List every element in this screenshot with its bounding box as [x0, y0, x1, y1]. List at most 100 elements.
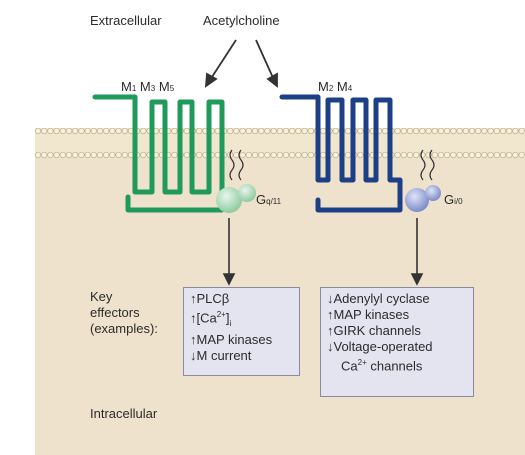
- left-effector-item: ↓M current: [190, 347, 252, 363]
- lipid-head: [78, 127, 85, 135]
- lipid-head: [196, 151, 203, 159]
- lipid-head: [332, 151, 339, 159]
- lipid-head: [289, 127, 296, 135]
- lipid-head: [47, 151, 54, 159]
- lipid-head: [72, 127, 79, 135]
- lipid-head: [245, 151, 252, 159]
- lipid-head: [59, 151, 66, 159]
- g-protein-right: [405, 149, 441, 212]
- lipid-head: [382, 151, 389, 159]
- lipid-head: [103, 151, 110, 159]
- lipid-head: [72, 151, 79, 159]
- lipid-head: [506, 151, 513, 159]
- lipid-head: [90, 151, 97, 159]
- lipid-head: [258, 127, 265, 135]
- lipid-head: [121, 127, 128, 135]
- lipid-head: [47, 127, 54, 135]
- lipid-head: [357, 127, 364, 135]
- lipid-head: [512, 151, 519, 159]
- lipid-head: [382, 127, 389, 135]
- right-effector-item: ↓Adenylyl cyclase: [327, 291, 430, 306]
- acetylcholine-label: Acetylcholine: [203, 13, 280, 28]
- lipid-head: [320, 127, 327, 135]
- lipid-head: [431, 151, 438, 159]
- ligand-arrows: [204, 39, 278, 88]
- lipid-head: [506, 127, 513, 135]
- lipid-head: [475, 127, 482, 135]
- lipid-head: [270, 151, 277, 159]
- lipid-head: [499, 127, 507, 135]
- right-effector-item: ↑MAP kinases: [327, 307, 410, 322]
- lipid-head: [493, 127, 500, 135]
- lipid-head: [295, 127, 302, 135]
- lipid-head: [270, 127, 277, 135]
- lipid-head: [394, 151, 401, 159]
- lipid-head: [419, 127, 426, 135]
- lipid-head: [251, 151, 259, 159]
- lipid-head: [450, 127, 457, 135]
- left-effectors-box: ↑PLCβ ↑[Ca2+]i ↑MAP kinases ↓M current: [183, 287, 300, 376]
- right-effectors-box: ↓Adenylyl cyclase ↑MAP kinases ↑GIRK cha…: [320, 287, 474, 397]
- lipid-head: [282, 127, 290, 135]
- lipid-head: [487, 127, 494, 135]
- lipid-head: [109, 151, 116, 159]
- lipid-head: [394, 127, 401, 135]
- lipid-head: [196, 127, 203, 135]
- left-effector-item: ↑PLCβ: [190, 291, 230, 306]
- right-receptor-chain: [279, 94, 403, 213]
- lipid-head: [183, 127, 190, 135]
- lipid-head: [499, 151, 507, 159]
- lipid-head: [34, 127, 42, 135]
- lipid-head: [413, 127, 420, 135]
- lipid-head: [444, 151, 451, 159]
- right-effector-item: ↓Voltage-operated: [327, 339, 433, 354]
- right-effector-item: Ca2+ channels: [341, 358, 423, 374]
- lipid-head: [437, 151, 445, 159]
- lipid-head: [437, 127, 445, 135]
- lipid-head: [34, 151, 42, 159]
- effector-arrows: [222, 218, 424, 286]
- lipid-head: [456, 151, 463, 159]
- lipid-head: [59, 127, 66, 135]
- lipid-head: [475, 151, 482, 159]
- g-protein-left: [216, 149, 256, 213]
- lipid-head: [140, 127, 147, 135]
- lipid-head: [307, 127, 314, 135]
- lipid-head: [276, 151, 283, 159]
- lipid-head: [357, 151, 364, 159]
- lipid-head: [512, 127, 519, 135]
- g-protein-right-label: Gi/0: [444, 192, 463, 207]
- lipid-head: [282, 151, 290, 159]
- lipid-head: [344, 127, 352, 135]
- lipid-head: [78, 151, 85, 159]
- left-effector-item: ↑[Ca2+]i: [190, 310, 232, 328]
- lipid-head: [239, 151, 246, 159]
- lipid-head: [109, 127, 116, 135]
- lipid-head: [462, 127, 469, 135]
- lipid-head: [245, 127, 252, 135]
- lipid-head: [332, 127, 339, 135]
- lipid-head: [481, 127, 488, 135]
- lipid-head: [227, 127, 234, 135]
- lipid-head: [468, 127, 476, 135]
- lipid-head: [53, 151, 60, 159]
- lipid-head: [468, 151, 476, 159]
- lipid-head: [171, 151, 178, 159]
- lipid-head: [413, 151, 420, 159]
- lipid-head: [307, 151, 314, 159]
- lipid-head: [425, 127, 432, 135]
- lipid-head: [90, 127, 97, 135]
- lipid-head: [233, 127, 240, 135]
- lipid-head: [320, 151, 327, 159]
- left-effector-item: ↑MAP kinases: [190, 331, 273, 347]
- lipid-head: [481, 151, 488, 159]
- lipid-head: [96, 127, 104, 135]
- lipid-head: [400, 127, 407, 135]
- left-receptor-chain: [92, 94, 225, 213]
- lipid-head: [115, 151, 122, 159]
- extracellular-label: Extracellular: [90, 13, 162, 28]
- lipid-head: [183, 151, 190, 159]
- lipid-head: [84, 151, 91, 159]
- lipid-head: [121, 151, 128, 159]
